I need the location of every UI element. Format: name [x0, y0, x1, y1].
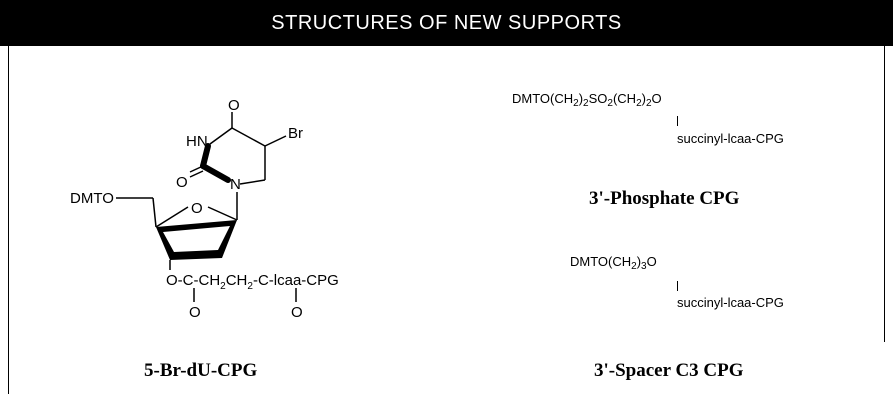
phosphate-linker: succinyl-lcaa-CPG: [677, 131, 784, 146]
label-n1: N: [230, 176, 241, 193]
label-dmto: DMTO: [70, 190, 114, 207]
brdu-caption: 5-Br-dU-CPG: [144, 360, 258, 381]
frame-right-border: [884, 46, 885, 342]
spacer-caption: 3'-Spacer C3 CPG: [594, 360, 744, 381]
bond-c2-o: [189, 165, 204, 173]
phosphate-caption: 3'-Phosphate CPG: [589, 188, 740, 209]
spacer-linker-bond: [677, 281, 678, 291]
phosphate-formula: DMTO(CH2)2SO2(CH2)2O: [512, 91, 662, 109]
chain-part-3: -C-lcaa-CPG: [253, 272, 339, 289]
bond-c4-c5: [231, 127, 266, 147]
bond-c6-n1: [239, 179, 266, 185]
label-o-carbonyl-1: O: [189, 304, 201, 321]
bond-n3-c2: [200, 143, 211, 169]
phosphate-f3: 2: [583, 98, 589, 109]
phosphate-f5: 2: [607, 98, 613, 109]
spacer-f0: DMTO(CH: [570, 254, 632, 269]
header-banner: STRUCTURES OF NEW SUPPORTS: [0, 0, 893, 46]
label-o-c2: O: [176, 174, 188, 191]
phosphate-f8: ): [641, 91, 646, 106]
phosphate-f6: (CH: [612, 91, 637, 106]
phosphate-f2: ): [578, 91, 584, 106]
chain-sub-1: 2: [220, 281, 226, 292]
spacer-f3: 3: [641, 261, 647, 272]
label-br: Br: [288, 125, 303, 142]
label-chain: O-C-CH2CH2-C-lcaa-CPG: [166, 272, 339, 292]
frame-left-border: [8, 46, 9, 394]
label-hn: HN: [186, 133, 208, 150]
phosphate-f7: 2: [636, 98, 642, 109]
label-o-carbonyl-2: O: [291, 304, 303, 321]
brdu-structure-diagram: O HN Br O N DMTO O O-C-CH2CH2-C-lcaa-CPG…: [70, 97, 339, 321]
spacer-f4: O: [646, 254, 657, 269]
phosphate-f9: 2: [645, 98, 652, 109]
bond-n3-c4: [209, 127, 233, 145]
bond-c5-br: [264, 135, 287, 147]
chain-part-2: CH: [226, 272, 248, 289]
bond-c2-n1: [200, 163, 231, 183]
spacer-linker: succinyl-lcaa-CPG: [677, 295, 784, 310]
bond-c2-o-double: [189, 170, 204, 178]
chain-part-1: O-C-CH: [166, 272, 220, 289]
phosphate-linker-bond: [677, 116, 678, 126]
phosphate-f1: 2: [573, 98, 579, 109]
pyrimidine-thick-bonds: [200, 143, 231, 183]
bond-ch2-c4prime: [152, 197, 157, 228]
label-o-c4: O: [228, 97, 240, 114]
pyrimidine-ring: [209, 112, 287, 185]
bond-o-c1prime: [207, 206, 238, 221]
phosphate-f4: SO: [588, 91, 608, 106]
sugar-ring-inner: [163, 226, 230, 252]
chain-sub-2: 2: [247, 281, 253, 292]
spacer-formula: DMTO(CH2)3O: [570, 254, 657, 272]
header-title: STRUCTURES OF NEW SUPPORTS: [271, 11, 622, 34]
bond-c4prime-o: [155, 206, 189, 228]
spacer-f2: ): [636, 254, 642, 269]
spacer-f1: 2: [631, 261, 637, 272]
phosphate-f10: O: [651, 91, 662, 106]
sugar-ring: [155, 206, 238, 260]
label-o-ring: O: [191, 200, 203, 217]
phosphate-f0: DMTO(CH: [512, 91, 574, 106]
